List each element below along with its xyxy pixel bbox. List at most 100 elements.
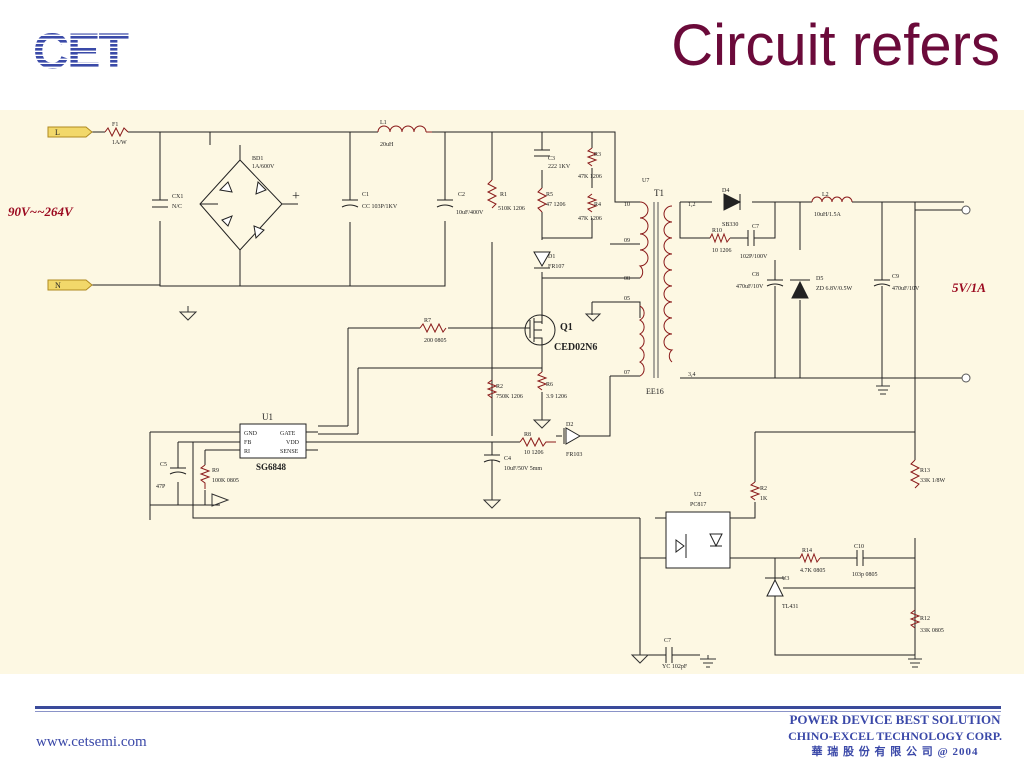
r-u2-ref: R2	[760, 486, 767, 492]
c7a-value: 102P/100V	[740, 254, 768, 260]
cet-logo-graphic: CET	[33, 23, 130, 79]
circuit-schematic: L N 90V~~264V 5V/1A F1 1A/W CX1 N/C BD1 …	[0, 110, 1024, 674]
ic-u1: U1 SG6848 GND FB RI GATE VDD SENSE	[228, 412, 318, 472]
u1-pin-vdd: VDD	[286, 440, 300, 446]
footer-slogan: POWER DEVICE BEST SOLUTION	[789, 712, 1001, 727]
u1-ref: U1	[262, 412, 273, 422]
logo-text: CET	[33, 24, 128, 72]
r7-ref: R7	[424, 318, 431, 324]
u1-pin-ri: RI	[244, 449, 250, 455]
diode-d2: D2 FR103	[563, 422, 582, 458]
mosfet-q1: Q1 CED02N6	[518, 314, 597, 353]
l1-ref: L1	[380, 120, 387, 126]
r10-value: 10 1206	[712, 248, 732, 254]
d4-ref: D4	[722, 188, 729, 194]
c3-value: 222 1KV	[548, 164, 571, 170]
t1-ref: T1	[654, 188, 664, 198]
d2-value: FR103	[566, 452, 582, 458]
u7-ref: U7	[642, 178, 649, 184]
output-voltage-label: 5V/1A	[952, 280, 986, 295]
u1-pin-sense: SENSE	[280, 449, 299, 455]
c2-ref: C2	[458, 192, 465, 198]
u2-ref: U2	[694, 492, 701, 498]
terminal-neutral-label: N	[55, 281, 61, 290]
c7b-ref: C7	[664, 638, 671, 644]
resistor-r4: R4 47K 1206	[578, 193, 602, 222]
resistor-r14: R14 4.7K 0805	[799, 548, 825, 574]
c5-ref: C5	[160, 462, 167, 468]
wires	[92, 131, 964, 656]
t1-pin-08: 08	[624, 276, 630, 282]
c10-value: 103p 0805	[852, 572, 878, 578]
c5-value: 47P	[156, 484, 166, 490]
r2-ref: R2	[496, 384, 503, 390]
u1-value: SG6848	[256, 462, 287, 472]
c2-value: 10uF/400V	[456, 210, 484, 216]
resistor-r1: R1 510K 1206	[486, 179, 525, 212]
c10-ref: C10	[854, 544, 864, 550]
terminal-neutral: N	[47, 279, 93, 291]
c9-ref: C9	[892, 274, 899, 280]
diode-d4: D4 SB330	[722, 188, 742, 228]
f1-value: 1A/W	[112, 140, 127, 146]
l2-value: 10uH/1.5A	[814, 212, 842, 218]
r12-value: 33K 0805	[920, 628, 944, 634]
l2-ref: L2	[822, 192, 829, 198]
r3-value: 47K 1206	[578, 174, 602, 180]
r4-value: 47K 1206	[578, 216, 602, 222]
resistor-r7: R7 200 0805	[419, 318, 447, 344]
r1-ref: R1	[500, 192, 507, 198]
terminal-line-label: L	[55, 128, 60, 137]
r10-ref: R10	[712, 228, 722, 234]
d5-ref: D5	[816, 276, 823, 282]
resistor-r13: R13 33K 1/8W	[909, 459, 946, 489]
r5-value: 47 1206	[546, 202, 566, 208]
terminal-line: L	[47, 126, 93, 138]
r9-ref: R9	[212, 468, 219, 474]
c4-value: 10uF/50V 5mm	[504, 466, 542, 472]
l1-value: 20uH	[380, 142, 394, 148]
t1-pin-09: 09	[624, 238, 630, 244]
r1-value: 510K 1206	[498, 206, 525, 212]
u1-pin-fb: FB	[244, 440, 251, 446]
resistor-r8: R8 10 1206	[519, 432, 556, 456]
footer-chinese-name: 華 瑞 股 份 有 限 公 司 @ 2004	[811, 746, 979, 758]
output-terminal-positive	[961, 205, 971, 215]
footer-company-info: POWER DEVICE BEST SOLUTION CHINO-EXCEL T…	[788, 712, 1002, 760]
r8-value: 10 1206	[524, 450, 544, 456]
capacitor-c7-snubber: C7 102P/100V	[740, 224, 768, 260]
input-voltage-label: 90V~~264V	[8, 204, 74, 219]
diode-d1: D1 FR107	[533, 251, 564, 270]
t1-pin-10: 10	[624, 202, 630, 208]
resistor-r5: R5 47 1206	[536, 187, 566, 213]
u3-value: TL431	[782, 604, 798, 610]
q1-value: CED02N6	[554, 342, 597, 353]
cx1-ref: CX1	[172, 194, 183, 200]
f1-ref: F1	[112, 122, 118, 128]
r8-ref: R8	[524, 432, 531, 438]
d1-value: FR107	[548, 264, 564, 270]
capacitor-c7-ycap: C7 YC 102pF	[660, 638, 688, 670]
website-link[interactable]: www.cetsemi.com	[36, 734, 147, 750]
capacitor-c9: C9 470uF/10V	[873, 270, 920, 292]
u1-pin-gnd: GND	[244, 431, 258, 437]
resistor-r2: R2 750K 1206	[486, 379, 523, 400]
resistor-r3: R3 47K 1206	[578, 147, 602, 180]
capacitor-c5: C5 47P	[156, 450, 187, 490]
t1-pin-05: 05	[624, 296, 630, 302]
inductor-l2: L2 10uH/1.5A	[811, 192, 853, 218]
fuse-f1: F1 1A/W	[104, 122, 129, 146]
r2-value: 750K 1206	[496, 394, 523, 400]
c3-ref: C3	[548, 156, 555, 162]
r14-ref: R14	[802, 548, 812, 554]
t1-core: EE16	[646, 387, 664, 396]
t1-pin-1-2: 1,2	[688, 202, 696, 208]
capacitor-c8: C8 470uF/10V	[736, 268, 784, 290]
u1-pin-gate: GATE	[280, 431, 296, 437]
inductor-l1: L1 20uH	[377, 120, 432, 148]
r7-value: 200 0805	[424, 338, 447, 344]
capacitor-c2: C2 10uF/400V	[436, 192, 484, 216]
capacitor-c4: C4 10uF/50V 5mm	[483, 454, 542, 478]
c1-ref: C1	[362, 192, 369, 198]
r-u2-value: 1K	[760, 496, 768, 502]
